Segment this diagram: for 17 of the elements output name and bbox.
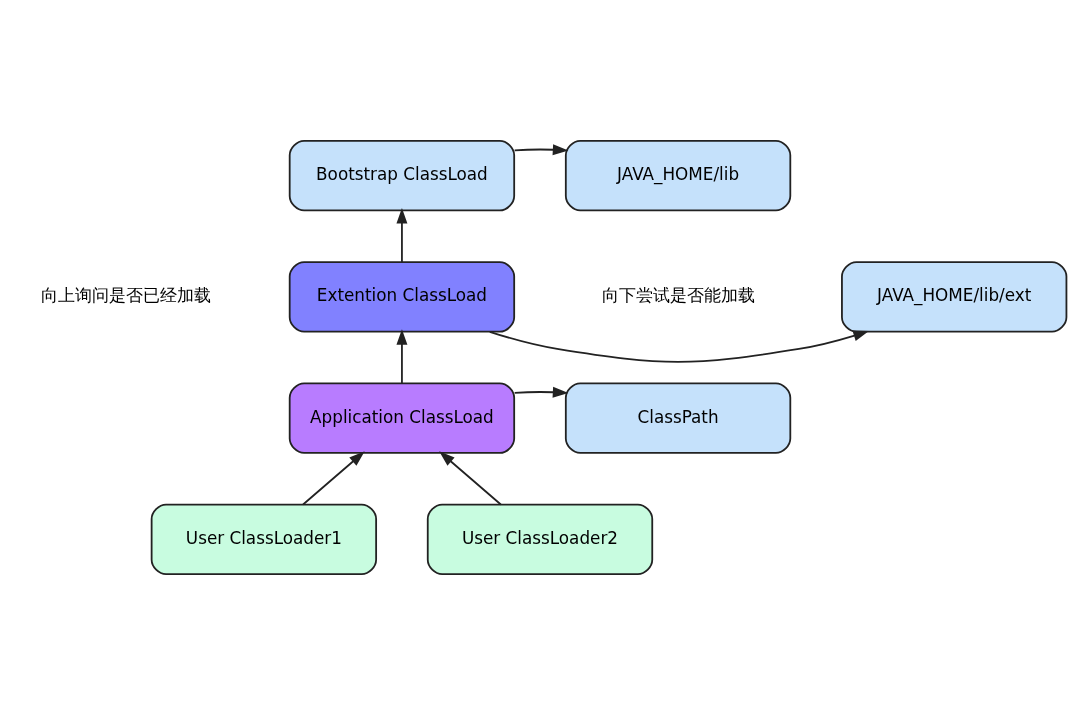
- arrow: [302, 450, 365, 505]
- node-box: Extention ClassLoad: [288, 260, 516, 333]
- arrow: [488, 329, 869, 363]
- node-box: User ClassLoader1: [150, 503, 378, 575]
- arrow: [396, 207, 408, 263]
- node-box: Bootstrap ClassLoad: [288, 139, 516, 211]
- node-box: JAVA_HOME/lib: [564, 139, 792, 211]
- arrow: [513, 386, 569, 398]
- node-box: ClassPath: [564, 381, 792, 454]
- arrow: [439, 450, 502, 505]
- label: 向下尝试是否能加载: [601, 284, 755, 305]
- arrow: [396, 328, 408, 384]
- node-box: JAVA_HOME/lib/ext: [841, 260, 1068, 333]
- node-box: User ClassLoader2: [426, 503, 654, 575]
- node-box: Application ClassLoad: [288, 381, 516, 454]
- label: 向上询问是否已经加载: [40, 284, 211, 305]
- arrow: [513, 143, 569, 155]
